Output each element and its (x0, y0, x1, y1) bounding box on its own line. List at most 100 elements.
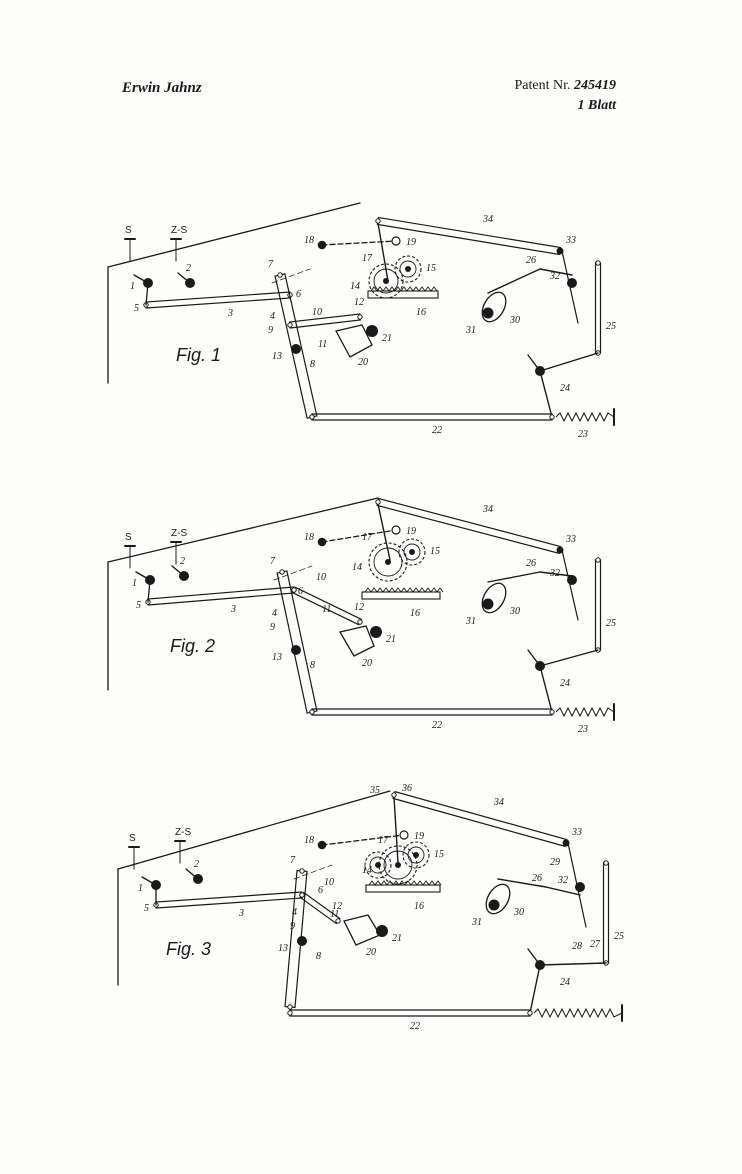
pivot-13 (291, 344, 301, 354)
bar-22-pin-b (549, 414, 555, 420)
lever-8-pin-a (279, 569, 285, 575)
rod-25-pin-a (595, 557, 601, 563)
centerline-7 (273, 565, 313, 581)
arm-17 (393, 796, 399, 864)
lever-8 (276, 570, 318, 714)
part-label-9: 9 (268, 325, 273, 336)
part-label-24: 24 (560, 977, 570, 988)
gear-g2-outer (394, 255, 422, 283)
bar-22 (289, 1009, 531, 1017)
gear-g3-inner (369, 856, 387, 874)
frame-top-line (107, 497, 379, 563)
part-label-3: 3 (238, 908, 244, 919)
part-label-22: 22 (432, 720, 442, 731)
rod-10-pin-b (335, 918, 341, 924)
bellcrank-24-a (539, 962, 607, 966)
part-label-31: 31 (471, 917, 482, 928)
gear-g3-hub (375, 862, 381, 868)
centerline-7 (293, 864, 333, 880)
rod-34-pin-a (391, 792, 397, 798)
part-label-16: 16 (416, 307, 426, 318)
part-label-26: 26 (532, 873, 542, 884)
bar-22 (311, 708, 553, 716)
pivot-24 (535, 960, 545, 970)
key-label-s: S (129, 833, 136, 844)
arm-26b (539, 571, 573, 577)
part-label-2: 2 (194, 859, 199, 870)
part-label-10: 10 (312, 307, 322, 318)
part-label-23: 23 (578, 429, 588, 440)
part-label-25: 25 (614, 931, 624, 942)
part-label-20: 20 (362, 658, 372, 669)
pivot-21 (370, 626, 382, 638)
part-label-34: 34 (482, 214, 493, 225)
patent-block: Patent Nr. 245419 1 Blatt (515, 76, 617, 116)
part-label-17: 17 (378, 835, 389, 846)
gear-g2-hub (405, 266, 411, 272)
part-label-5: 5 (134, 303, 139, 314)
arm-26 (497, 878, 547, 888)
rod-34 (376, 216, 562, 256)
part-label-16: 16 (410, 608, 420, 619)
lever-8-pin-a (277, 272, 283, 278)
link-33-32 (561, 549, 579, 621)
patent-number: 245419 (574, 78, 616, 93)
part-label-8: 8 (316, 951, 321, 962)
gear-g2-inner (407, 846, 425, 864)
link-5 (147, 579, 151, 603)
lever-2 (171, 565, 185, 577)
frame-top-line (117, 790, 391, 870)
part-label-3: 3 (230, 604, 236, 615)
arm-26 (487, 268, 541, 294)
rod-10-pin-a (287, 322, 293, 328)
part-label-4: 4 (270, 311, 275, 322)
bellcrank-24-b (539, 370, 553, 418)
lever-30 (481, 582, 507, 614)
rod-25 (602, 862, 610, 964)
part-label-18: 18 (304, 235, 314, 246)
sheet-count: 1 Blatt (577, 98, 616, 113)
rod-34 (376, 497, 562, 555)
part-label-26: 26 (526, 255, 536, 266)
pin-19 (391, 525, 401, 535)
part-label-13: 13 (272, 652, 282, 663)
rod-25 (594, 559, 602, 651)
pivot-24 (535, 661, 545, 671)
rod-10-pin-a (299, 892, 305, 898)
figure-label: Fig. 3 (166, 939, 211, 959)
part-label-33: 33 (565, 534, 576, 545)
key-label-z-s: Z-S (171, 225, 187, 236)
part-label-28: 28 (572, 941, 582, 952)
patent-label: Patent Nr. (514, 78, 571, 93)
gear-g2-outer (398, 538, 426, 566)
rod-3 (147, 586, 295, 606)
gear-g1-outer (378, 845, 418, 885)
gear-g2-inner (403, 543, 421, 561)
rod-25-pin-a (603, 860, 609, 866)
inventor-name: Erwin Jahnz (122, 80, 202, 96)
part-label-24: 24 (560, 383, 570, 394)
pivot-21 (376, 925, 388, 937)
bellcrank-24-a (539, 352, 599, 372)
lever-8-pin-a (299, 868, 305, 874)
gear-g2-hub (409, 549, 415, 555)
rod-34-pin-a (375, 218, 381, 224)
arm-26 (487, 571, 541, 583)
part-label-2: 2 (180, 556, 185, 567)
part-label-30: 30 (509, 315, 520, 326)
part-label-10: 10 (324, 877, 334, 888)
part-label-4: 4 (272, 608, 277, 619)
part-label-23: 23 (578, 724, 588, 735)
part-label-22: 22 (432, 425, 442, 436)
part-label-11: 11 (330, 909, 339, 920)
link-18-19 (321, 529, 397, 543)
part-label-15: 15 (430, 546, 440, 557)
figure-label: Fig. 2 (170, 636, 215, 656)
lever-30 (481, 291, 507, 323)
spring (555, 411, 615, 423)
pin-19 (399, 830, 409, 840)
lever-1 (135, 571, 151, 581)
pivot-13 (297, 936, 307, 946)
